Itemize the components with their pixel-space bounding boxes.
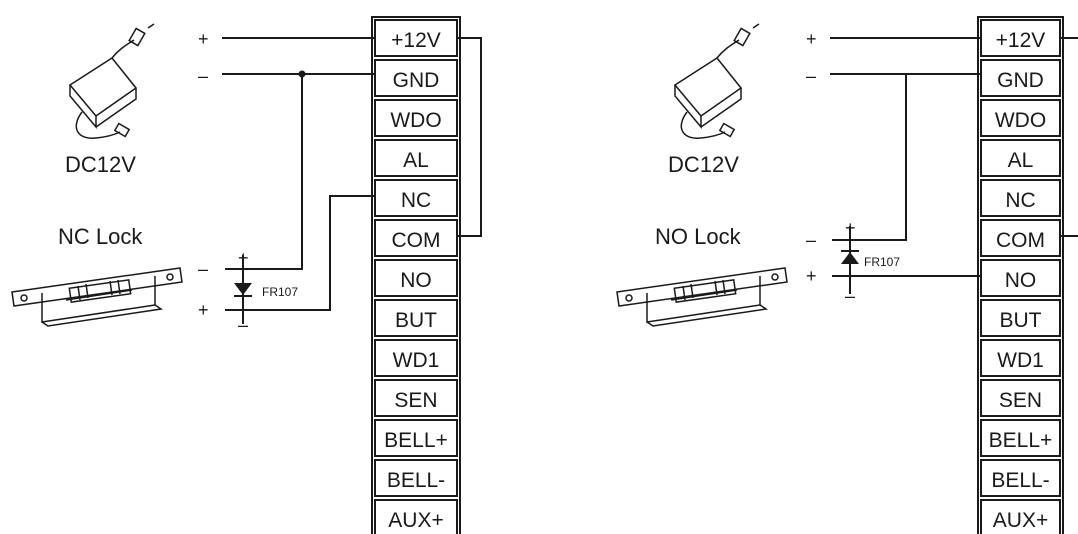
terminal-but: BUT — [980, 299, 1061, 337]
terminal-aux-: AUX+ — [980, 499, 1061, 534]
terminal-gnd: GND — [980, 59, 1061, 97]
plus12v-com-jumper — [457, 37, 482, 237]
terminal-label: NC — [401, 189, 431, 212]
lock-minus-sign: – — [806, 230, 816, 250]
terminal-label: WDO — [995, 109, 1046, 132]
terminal-label: GND — [393, 69, 440, 92]
diode-minus-sign: – — [845, 286, 855, 306]
terminal-strip-frame — [977, 16, 1064, 534]
terminal-label: NC — [1005, 189, 1035, 212]
terminal-label: AUX+ — [388, 509, 443, 532]
terminal-label: COM — [392, 229, 441, 252]
terminal-wdo: WDO — [374, 99, 458, 137]
terminal--12v: +12V — [980, 19, 1061, 57]
diode-label: FR107 — [262, 285, 298, 299]
terminal-label: +12V — [996, 29, 1046, 52]
power-label: DC12V — [668, 152, 739, 177]
terminal-label: SEN — [999, 389, 1042, 412]
terminal-label: AUX+ — [993, 509, 1048, 532]
terminal-com: COM — [374, 219, 458, 257]
gnd-to-lock-wire — [243, 74, 303, 270]
power-label: DC12V — [65, 152, 136, 177]
diode-label: FR107 — [864, 255, 900, 269]
lock-minus-sign: – — [198, 259, 208, 279]
terminal-wd1: WD1 — [374, 339, 458, 377]
diode-icon — [225, 255, 252, 324]
terminal-label: AL — [403, 149, 429, 172]
lock-plus-sign: + — [198, 300, 209, 320]
terminal-aux-: AUX+ — [374, 499, 458, 534]
terminal-nc: NC — [980, 179, 1061, 217]
terminal-label: NO — [400, 269, 432, 292]
terminal--12v: +12V — [374, 19, 458, 57]
terminal-wd1: WD1 — [980, 339, 1061, 377]
terminal-but: BUT — [374, 299, 458, 337]
terminal-nc: NC — [374, 179, 458, 217]
terminal-label: AL — [1008, 149, 1034, 172]
terminal-label: BELL+ — [384, 429, 448, 452]
terminal-label: SEN — [394, 389, 437, 412]
terminal-label: BUT — [395, 309, 437, 332]
diode-plus-sign: + — [845, 218, 856, 238]
supply-minus-sign: – — [806, 66, 816, 86]
lock-label: NO Lock — [655, 224, 742, 249]
terminal-no: NO — [374, 259, 458, 297]
terminal-al: AL — [980, 139, 1061, 177]
terminal-label: BUT — [1000, 309, 1042, 332]
terminal-al: AL — [374, 139, 458, 177]
power-adapter-icon — [68, 23, 155, 139]
terminal-strip-frame — [371, 16, 461, 534]
terminal-label: WD1 — [997, 349, 1044, 372]
lock-label: NC Lock — [58, 224, 143, 249]
nc-to-lock-wire — [243, 195, 375, 311]
terminal-label: GND — [997, 69, 1044, 92]
supply-minus-sign: – — [198, 66, 208, 86]
terminal-label: WD1 — [393, 349, 440, 372]
terminal-gnd: GND — [374, 59, 458, 97]
terminal-label: BELL- — [387, 469, 445, 492]
terminal-bell-: BELL- — [374, 459, 458, 497]
right-diagram: DC12V + – + – FR107 – + NO Lock — [616, 23, 1078, 327]
supply-plus-sign: + — [198, 29, 209, 49]
diode-minus-sign: – — [238, 315, 248, 335]
electric-lock-icon — [11, 267, 183, 327]
electric-lock-icon — [616, 267, 788, 327]
supply-plus-sign: + — [806, 29, 817, 49]
terminal-label: WDO — [390, 109, 441, 132]
terminal-no: NO — [980, 259, 1061, 297]
terminal-bell-: BELL+ — [980, 419, 1061, 457]
terminal-bell-: BELL- — [980, 459, 1061, 497]
terminal-label: +12V — [391, 29, 441, 52]
terminal-label: BELL+ — [989, 429, 1053, 452]
terminal-sen: SEN — [374, 379, 458, 417]
terminal-wdo: WDO — [980, 99, 1061, 137]
diode-plus-sign: + — [238, 248, 249, 268]
terminal-label: NO — [1005, 269, 1037, 292]
terminal-label: BELL- — [991, 469, 1049, 492]
terminal-com: COM — [980, 219, 1061, 257]
lock-plus-sign: + — [806, 266, 817, 286]
left-diagram: DC12V + – + – FR107 – + NC Lock — [11, 23, 482, 335]
terminal-sen: SEN — [980, 379, 1061, 417]
terminal-bell-: BELL+ — [374, 419, 458, 457]
terminal-label: COM — [996, 229, 1045, 252]
power-adapter-icon — [673, 23, 760, 139]
gnd-to-lock-wire — [850, 74, 907, 241]
diode-icon — [832, 226, 859, 294]
